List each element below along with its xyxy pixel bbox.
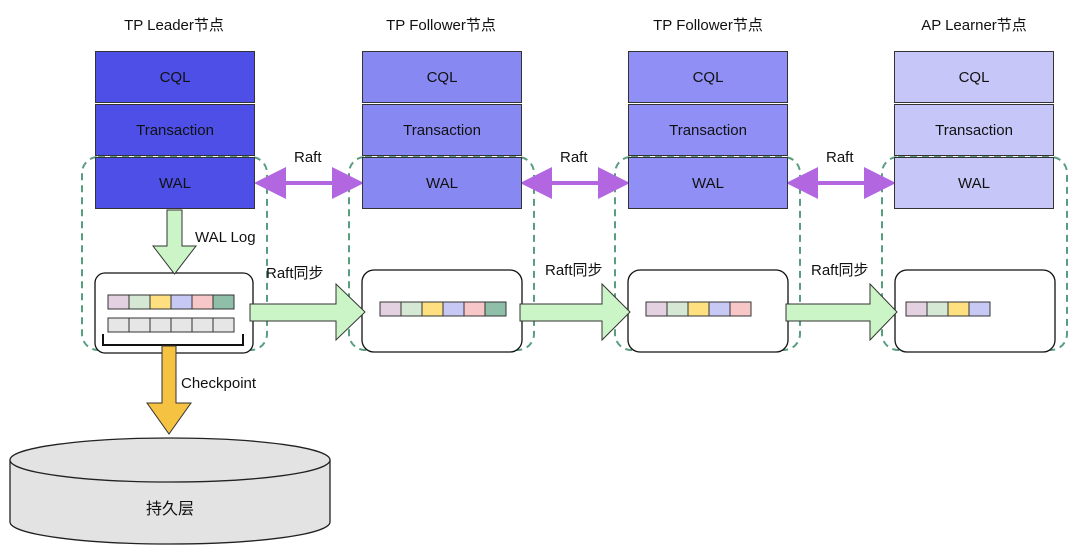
raft-label-1: Raft [294, 149, 322, 166]
leader-wal-layer: WAL [95, 157, 255, 209]
leader-cql-layer: CQL [95, 51, 255, 103]
leader-log-entry [107, 294, 130, 310]
wal-log-arrow [151, 209, 198, 275]
leader-empty-slot [128, 317, 151, 333]
follower2-transaction-layer: Transaction [628, 104, 788, 156]
follower2-log-entry [666, 301, 689, 317]
leader-empty-slot [212, 317, 235, 333]
follower1-log-entry [463, 301, 486, 317]
sync-arrow-3 [785, 282, 898, 342]
node-title-leader: TP Leader节点 [124, 17, 224, 34]
node-title-follower-1: TP Follower节点 [386, 17, 496, 34]
follower1-log-entry [379, 301, 402, 317]
learner-log-entry [905, 301, 928, 317]
follower1-transaction-layer: Transaction [362, 104, 522, 156]
raft-sync-label-1: Raft同步 [266, 265, 324, 282]
follower2-cql-layer: CQL [628, 51, 788, 103]
learner-cql-layer: CQL [894, 51, 1054, 103]
raft-sync-label-3: Raft同步 [811, 262, 869, 279]
leader-log-entry [128, 294, 151, 310]
raft-sync-label-2: Raft同步 [545, 262, 603, 279]
leader-log-entry [191, 294, 214, 310]
leader-transaction-layer: Transaction [95, 104, 255, 156]
follower2-wal-layer: WAL [628, 157, 788, 209]
raft-label-2: Raft [560, 149, 588, 166]
leader-empty-slot [107, 317, 130, 333]
leader-log-box [94, 272, 254, 354]
follower1-log-entry [400, 301, 423, 317]
leader-log-entry [170, 294, 193, 310]
sync-arrow-1 [249, 282, 366, 342]
follower2-log-entry [729, 301, 752, 317]
leader-empty-slot [191, 317, 214, 333]
checkpoint-arrow [146, 345, 192, 435]
wal-log-label: WAL Log [195, 229, 256, 246]
learner-wal-layer: WAL [894, 157, 1054, 209]
sync-arrow-2 [519, 282, 631, 342]
node-title-follower-2: TP Follower节点 [653, 17, 763, 34]
follower2-log-entry [708, 301, 731, 317]
learner-log-entry [926, 301, 949, 317]
follower1-log-entry [442, 301, 465, 317]
learner-log-entry [947, 301, 970, 317]
node-title-learner: AP Learner节点 [921, 17, 1027, 34]
storage-cylinder-body [9, 460, 331, 545]
follower1-cql-layer: CQL [362, 51, 522, 103]
follower2-log-entry [687, 301, 710, 317]
leader-log-entry [149, 294, 172, 310]
follower1-wal-layer: WAL [362, 157, 522, 209]
leader-empty-slot [149, 317, 172, 333]
leader-log-entry [212, 294, 235, 310]
learner-log-entry [968, 301, 991, 317]
storage-label: 持久层 [146, 501, 195, 518]
checkpoint-bracket [102, 334, 244, 346]
checkpoint-label: Checkpoint [181, 375, 257, 392]
learner-transaction-layer: Transaction [894, 104, 1054, 156]
leader-checkpoint-slots [107, 317, 235, 333]
follower1-log-entry [484, 301, 507, 317]
storage-cylinder-top [9, 437, 331, 483]
follower2-log-entry [645, 301, 668, 317]
leader-empty-slot [170, 317, 193, 333]
raft-label-3: Raft [826, 149, 854, 166]
follower1-log-entry [421, 301, 444, 317]
